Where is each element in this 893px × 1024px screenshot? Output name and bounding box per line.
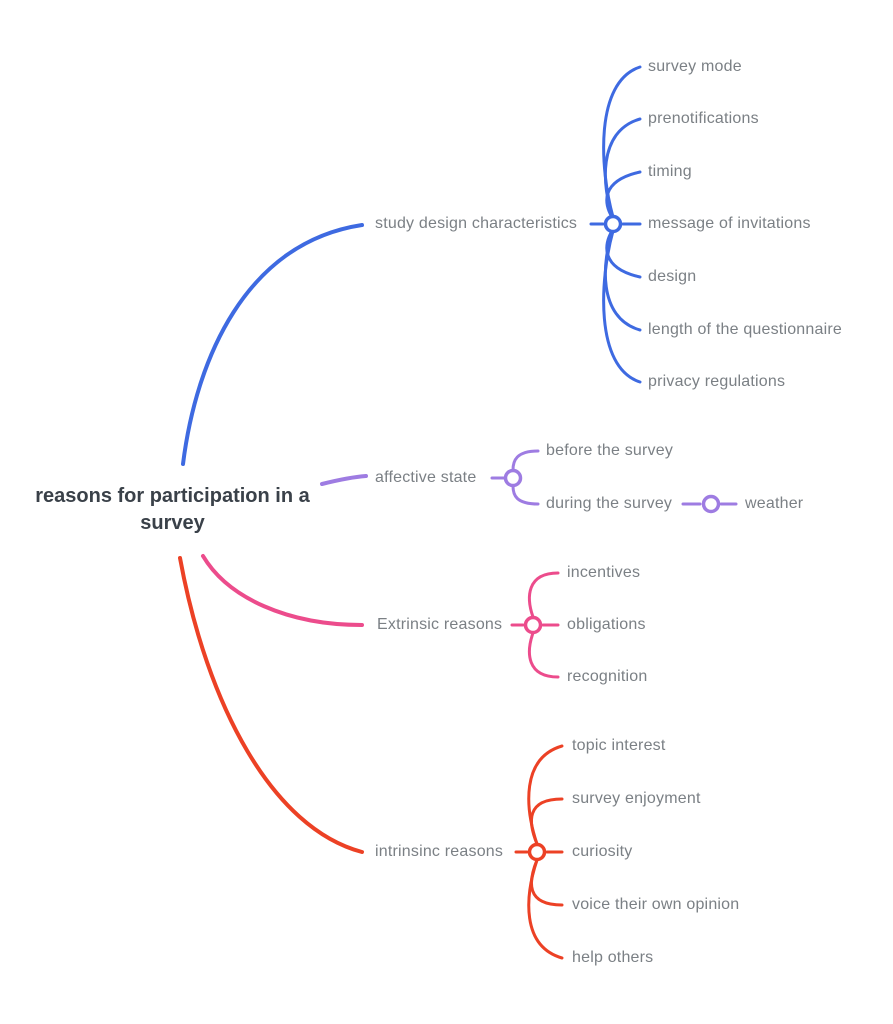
- edge-to-help-others: [527, 858, 564, 960]
- node-toggle-intrinsic-reasons[interactable]: [527, 842, 547, 862]
- node-label-timing[interactable]: timing: [648, 163, 692, 180]
- node-label-curiosity[interactable]: curiosity: [572, 843, 633, 860]
- node-label-during-the-survey[interactable]: during the survey: [546, 495, 673, 512]
- node-toggle-extrinsic-reasons[interactable]: [523, 615, 543, 635]
- branch-label-extrinsic-reasons[interactable]: Extrinsic reasons: [377, 616, 503, 633]
- node-label-incentives[interactable]: incentives: [567, 564, 641, 581]
- node-toggle-affective-state[interactable]: [503, 468, 523, 488]
- edge-to-incentives: [527, 571, 560, 619]
- node-label-prenotifications[interactable]: prenotifications: [648, 110, 759, 127]
- branch-label-affective-state[interactable]: affective state: [375, 469, 477, 486]
- node-toggle-during-the-survey[interactable]: [701, 494, 721, 514]
- node-label-message-of-invitations[interactable]: message of invitations: [648, 215, 811, 232]
- edge-to-during-the-survey: [511, 484, 540, 506]
- branch-label-study-design[interactable]: study design characteristics: [375, 215, 578, 232]
- edge-to-timing: [605, 170, 642, 219]
- edge-root-to-affective-state: [320, 474, 368, 486]
- edge-root-to-extrinsic-reasons: [201, 554, 364, 627]
- node-label-privacy-regulations[interactable]: privacy regulations: [648, 373, 786, 390]
- node-label-design[interactable]: design: [648, 268, 697, 285]
- edge-to-privacy-regulations: [602, 229, 642, 384]
- node-label-before-the-survey[interactable]: before the survey: [546, 442, 674, 459]
- node-toggle-study-design[interactable]: [603, 214, 623, 234]
- edge-to-prenotifications: [603, 117, 642, 219]
- node-label-help-others[interactable]: help others: [572, 949, 654, 966]
- edge-to-survey-enjoyment: [530, 797, 564, 846]
- edge-root-to-intrinsic-reasons: [178, 556, 364, 854]
- node-label-topic-interest[interactable]: topic interest: [572, 737, 666, 754]
- node-label-voice-own-opinion[interactable]: voice their own opinion: [572, 896, 740, 913]
- node-label-length-of-questionnaire[interactable]: length of the questionnaire: [648, 321, 842, 338]
- node-label-obligations[interactable]: obligations: [567, 616, 646, 633]
- branch-label-intrinsic-reasons[interactable]: intrinsinc reasons: [375, 843, 504, 860]
- edge-to-survey-mode: [602, 65, 642, 219]
- edge-to-before-the-survey: [511, 449, 540, 472]
- node-label-survey-mode[interactable]: survey mode: [648, 58, 742, 75]
- node-label-survey-enjoyment[interactable]: survey enjoyment: [572, 790, 701, 807]
- node-label-weather[interactable]: weather: [745, 495, 804, 512]
- edge-root-to-study-design: [181, 223, 364, 466]
- edge-to-recognition: [527, 631, 560, 679]
- node-label-recognition[interactable]: recognition: [567, 668, 648, 685]
- root-node-label[interactable]: reasons for participation in a survey: [35, 485, 310, 534]
